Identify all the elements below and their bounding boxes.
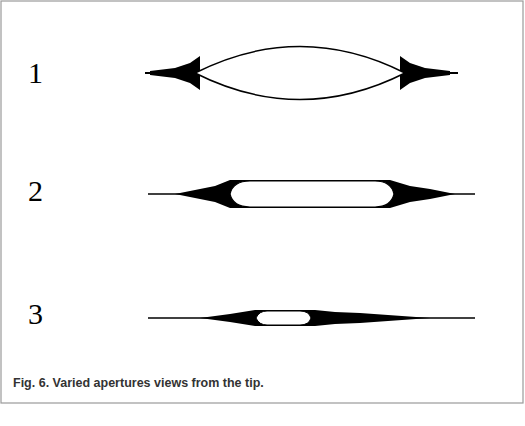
- aperture-medium: [148, 180, 475, 208]
- aperture-number: 2: [28, 176, 43, 206]
- aperture-number: 3: [28, 299, 43, 329]
- figure-frame: [1, 1, 523, 403]
- aperture-wide: [145, 47, 458, 100]
- figure-caption: Fig. 6. Varied apertures views from the …: [13, 376, 264, 391]
- aperture-narrow: [148, 310, 475, 326]
- aperture-number: 1: [28, 58, 43, 88]
